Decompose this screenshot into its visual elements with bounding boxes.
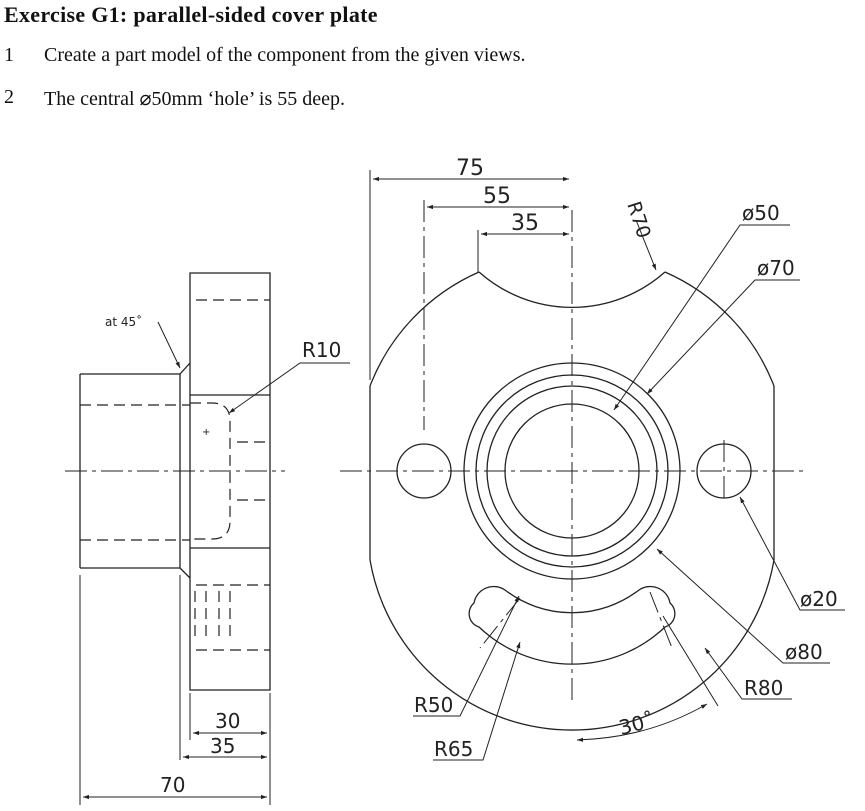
svg-text:+: + bbox=[202, 427, 210, 438]
dia20-leader bbox=[739, 496, 845, 611]
r50-label: R50 bbox=[414, 693, 453, 717]
angle-30-arc bbox=[576, 703, 708, 742]
angle-30-label: 30˚ bbox=[616, 708, 656, 740]
dia70-label: ø70 bbox=[757, 256, 795, 280]
r70-label: R70 bbox=[622, 199, 654, 241]
instruction-text: Create a part model of the component fro… bbox=[44, 44, 526, 66]
chamfer-label: at 45˚ bbox=[105, 314, 142, 329]
blind-hole-hidden bbox=[190, 402, 231, 540]
dim-35-top-label: 35 bbox=[511, 211, 539, 236]
r65-leader bbox=[433, 641, 521, 761]
dia80-label: ø80 bbox=[785, 640, 823, 664]
dia50-leader bbox=[613, 224, 790, 411]
boss-bottom-edge bbox=[80, 567, 191, 579]
outer-arc-right-top bbox=[664, 271, 775, 387]
dia70-leader bbox=[646, 279, 800, 395]
exercise-title: Exercise G1: parallel-sided cover plate bbox=[4, 2, 378, 27]
front-view: 75 55 35 R70 ø50 ø70 ø20 ø80 R80 R50 R65… bbox=[340, 156, 845, 761]
r80-label: R80 bbox=[744, 676, 783, 700]
instruction-number: 1 bbox=[4, 44, 14, 66]
top-scallop-r70 bbox=[478, 271, 666, 308]
instruction-number: 2 bbox=[4, 86, 14, 108]
flange-outline bbox=[189, 272, 271, 691]
r65-label: R65 bbox=[434, 737, 473, 761]
dim-75-label: 75 bbox=[456, 156, 484, 181]
instruction-text: The central ⌀50mm ‘hole’ is 55 deep. bbox=[44, 88, 346, 110]
outer-arc-left-top bbox=[369, 271, 480, 387]
r70-leader bbox=[635, 219, 657, 271]
outer-arc-bottom bbox=[369, 559, 775, 731]
dim-70-label: 70 bbox=[160, 773, 185, 797]
side-view: + at 45˚ R10 30 35 70 bbox=[65, 272, 350, 805]
arc-slot bbox=[468, 585, 676, 665]
r10-label: R10 bbox=[302, 338, 341, 362]
dia20-label: ø20 bbox=[800, 587, 838, 611]
dim-55-label: 55 bbox=[483, 184, 511, 209]
dim-30-label: 30 bbox=[215, 709, 240, 733]
boss-top-edge bbox=[80, 362, 191, 375]
dia50-label: ø50 bbox=[742, 201, 780, 225]
r80-leader bbox=[704, 647, 792, 700]
dim-35-bottom-label: 35 bbox=[210, 734, 235, 758]
dia80-leader bbox=[656, 548, 830, 664]
r50-leader bbox=[413, 595, 520, 717]
chamfer-leader bbox=[157, 321, 181, 369]
r10-leader bbox=[228, 362, 350, 414]
